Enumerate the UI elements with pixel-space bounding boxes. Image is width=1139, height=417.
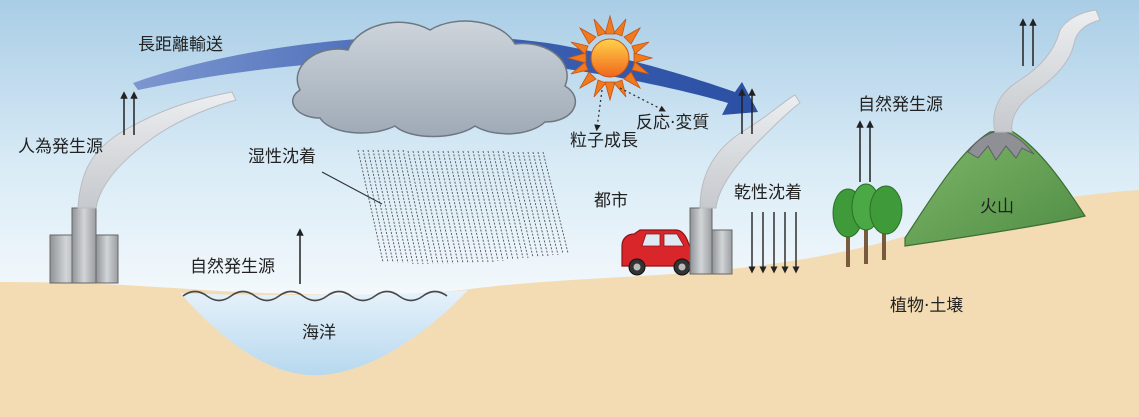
ocean [180,290,468,376]
label-particle-growth: 粒子成長 [570,131,638,151]
label-natural-source-ocean: 自然発生源 [190,257,275,277]
label-vegetation-soil: 植物·土壌 [890,296,963,316]
factory-icon [49,207,119,284]
label-anthropogenic-source: 人為発生源 [18,137,103,157]
label-dry-deposition: 乾性沈着 [734,183,802,203]
particle-growth-arrow [594,89,603,132]
label-long-range-transport: 長距離輸送 [138,35,223,55]
smoke-icon [77,91,237,209]
label-reaction-transformation: 反応·変質 [636,113,709,133]
dry-deposition-arrows [748,212,800,274]
sun-icon [566,14,654,102]
reaction-arrow [619,87,666,112]
smoke-icon [993,9,1101,133]
label-city: 都市 [594,191,628,211]
smoke-icon [699,94,801,209]
label-natural-source-plants: 自然発生源 [858,95,943,115]
factory-icon [689,207,733,275]
wet-deposition-pointer [321,171,383,205]
label-volcano: 火山 [980,197,1014,217]
rain-icon [357,149,569,265]
label-wet-deposition: 湿性沈着 [248,147,316,167]
ocean-waves [182,290,448,302]
car-icon [621,229,695,276]
cloud-icon [291,20,577,138]
label-ocean: 海洋 [302,323,336,343]
volcano-icon [904,129,1086,247]
tree-icon [832,183,903,267]
